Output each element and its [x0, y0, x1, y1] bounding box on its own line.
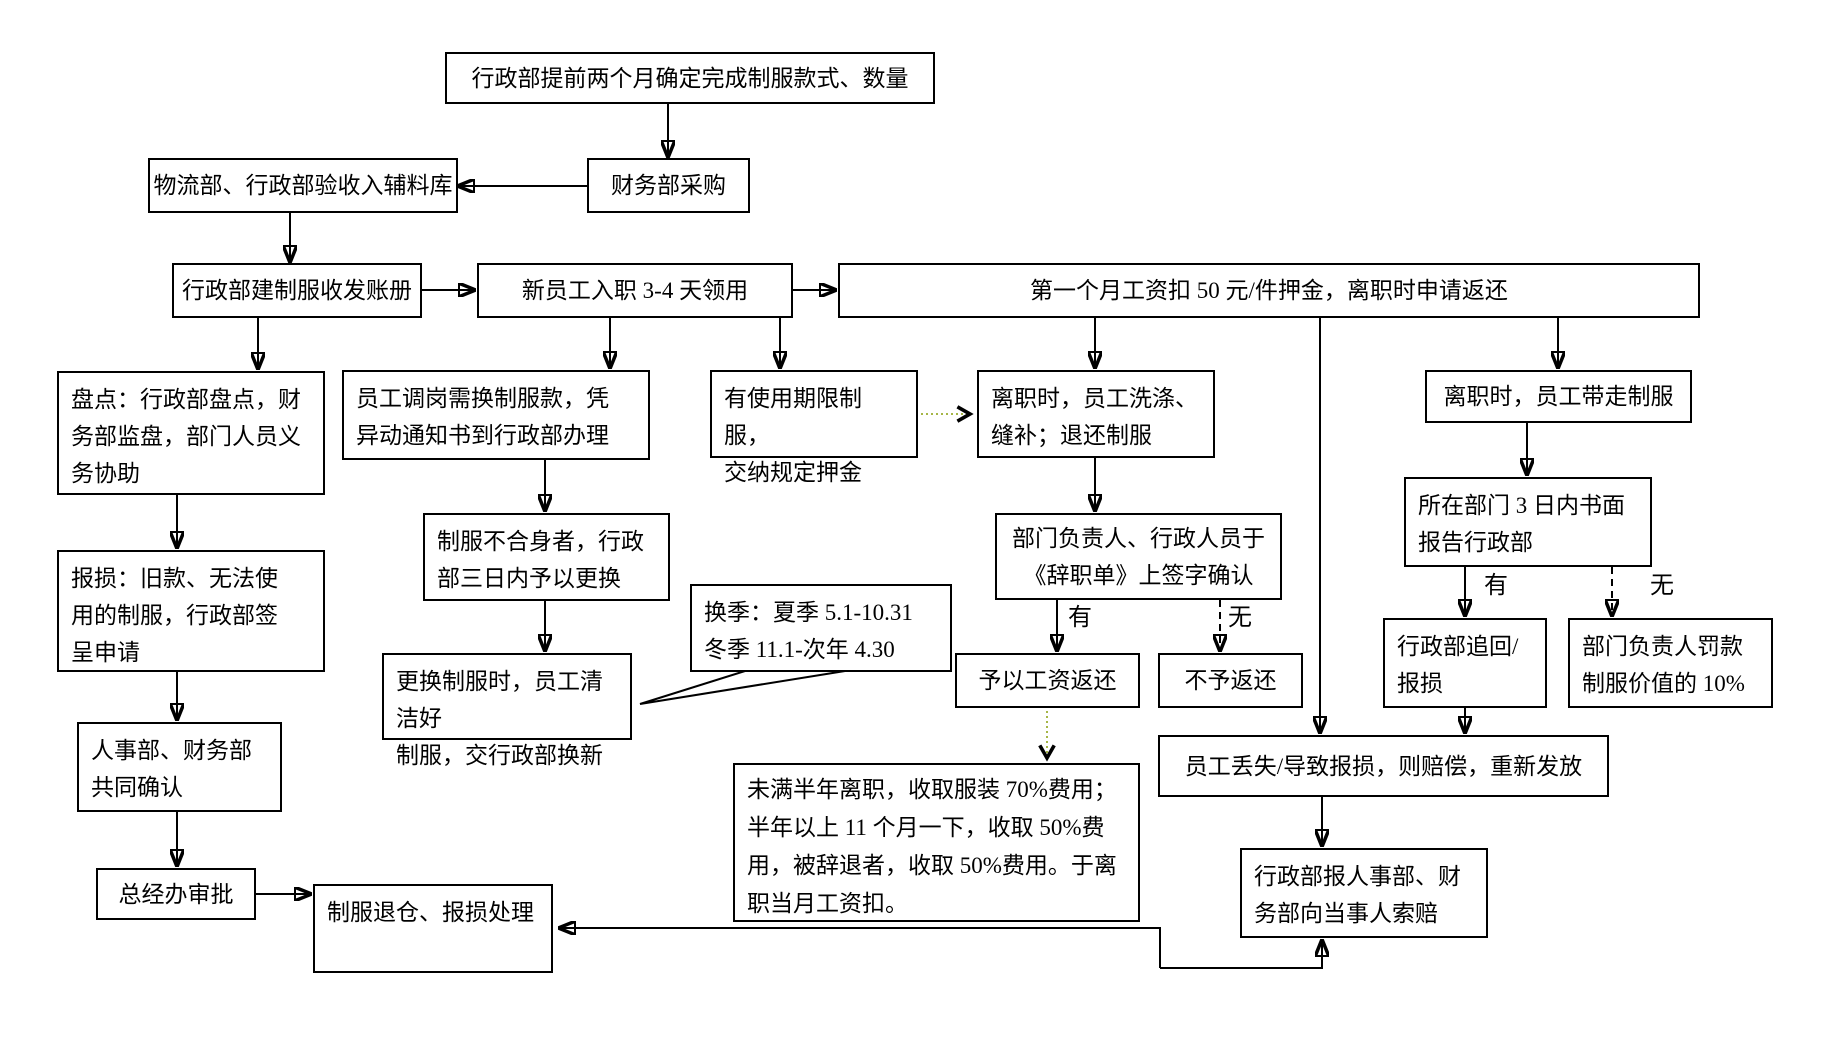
edge-bottom-to-restock — [560, 928, 1161, 968]
node-confirm: 人事部、财务部 共同确认 — [77, 722, 282, 812]
node-plan: 行政部提前两个月确定完成制服款式、数量 — [445, 52, 935, 104]
node-limited: 有使用期限制服， 交纳规定押金 — [710, 370, 918, 485]
node-wash: 离职时，员工洗涤、 缝补；退还制服 — [977, 370, 1215, 458]
node-replace: 更换制服时，员工清洁好 制服，交行政部换新 — [382, 653, 632, 768]
node-receive: 物流部、行政部验收入辅料库 — [148, 158, 458, 213]
node-restock: 制服退仓、报损处理 — [313, 884, 553, 973]
branch-label-report-yes: 有 — [1484, 573, 1508, 599]
branch-label-report-no: 无 — [1650, 573, 1674, 599]
node-inventory: 盘点：行政部盘点，财 务部监盘，部门人员义 务协助 — [57, 371, 325, 495]
node-report3d: 所在部门 3 日内书面 报告行政部 — [1404, 477, 1652, 567]
edge-bottom-to-claim — [1160, 941, 1322, 969]
branch-label-sign-no: 无 — [1228, 605, 1252, 631]
node-norefund: 不予返还 — [1158, 653, 1303, 708]
node-sign: 部门负责人、行政人员于 《辞职单》上签字确认 — [995, 513, 1282, 600]
node-takeaway: 离职时，员工带走制服 — [1425, 370, 1692, 423]
node-claim: 行政部报人事部、财 务部向当事人索赔 — [1240, 848, 1488, 938]
node-damage: 报损：旧款、无法使 用的制服，行政部签 呈申请 — [57, 550, 325, 672]
node-approve: 总经办审批 — [96, 868, 256, 920]
node-ledger: 行政部建制服收发账册 — [172, 263, 422, 318]
node-transfer: 员工调岗需换制服款，凭 异动通知书到行政部办理 — [342, 370, 650, 460]
node-fees: 未满半年离职，收取服装 70%费用； 半年以上 11 个月一下，收取 50%费 … — [733, 763, 1140, 922]
node-recover: 行政部追回/ 报损 — [1383, 618, 1547, 708]
node-lost: 员工丢失/导致报损，则赔偿，重新发放 — [1158, 735, 1609, 797]
node-refund: 予以工资返还 — [955, 653, 1140, 708]
node-fine: 部门负责人罚款 制服价值的 10% — [1568, 618, 1773, 708]
node-newhire: 新员工入职 3-4 天领用 — [477, 263, 793, 318]
node-purchase: 财务部采购 — [587, 158, 750, 213]
branch-label-sign-yes: 有 — [1068, 605, 1092, 631]
node-unfit: 制服不合身者，行政 部三日内予以更换 — [423, 513, 670, 601]
node-season-callout: 换季：夏季 5.1-10.31 冬季 11.1-次年 4.30 — [690, 584, 952, 672]
node-deposit: 第一个月工资扣 50 元/件押金，离职时申请返还 — [838, 263, 1700, 318]
